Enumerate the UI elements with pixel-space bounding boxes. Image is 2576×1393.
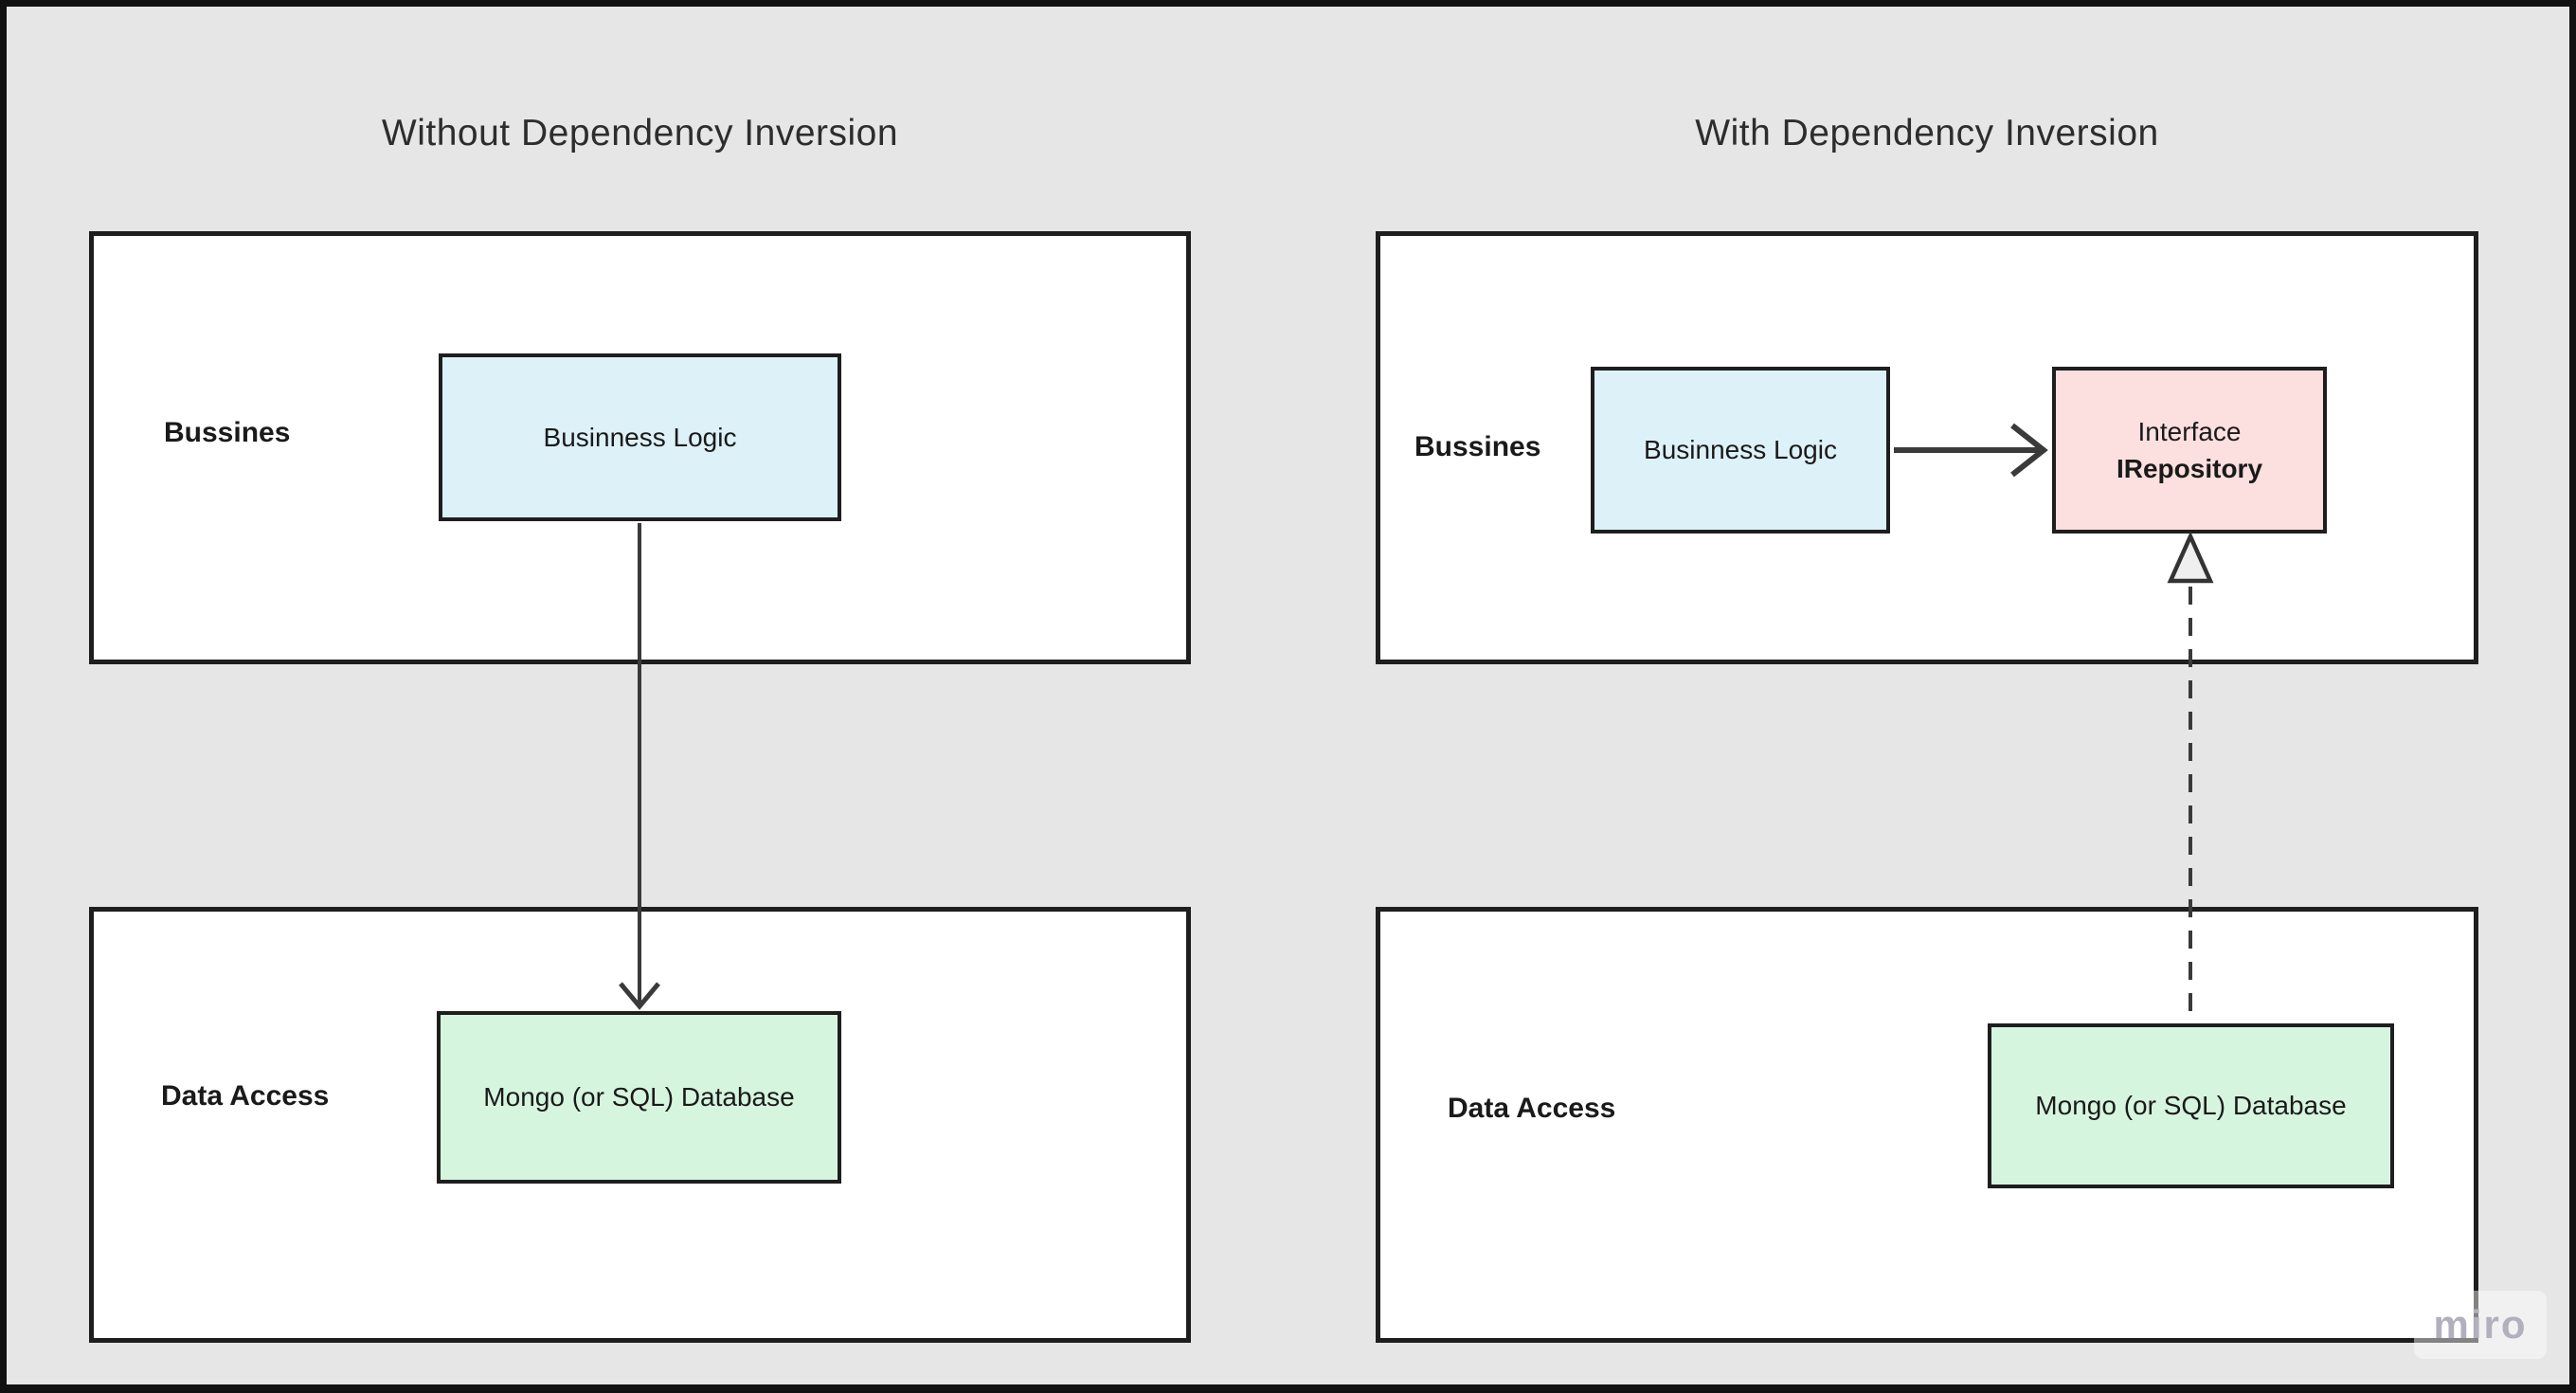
- miro-logo: miro: [2433, 1302, 2528, 1347]
- interface-node-name: IRepository: [2116, 454, 2263, 483]
- without-di-business-logic-node: Businness Logic: [439, 353, 841, 521]
- left-panel-title: Without Dependency Inversion: [381, 113, 899, 154]
- with-di-data-layer-label: Data Access: [1448, 1093, 1616, 1124]
- without-di-business-layer-label: Bussines: [164, 417, 291, 448]
- with-di-database-node: Mongo (or SQL) Database: [1988, 1023, 2394, 1188]
- with-di-business-logic-node: Businness Logic: [1591, 367, 1890, 534]
- miro-watermark[interactable]: miro: [2414, 1291, 2547, 1359]
- database-node-label: Mongo (or SQL) Database: [2035, 1091, 2347, 1121]
- without-di-database-node: Mongo (or SQL) Database: [437, 1011, 841, 1184]
- interface-node-title: Interface: [2137, 416, 2242, 446]
- without-di-data-layer-label: Data Access: [161, 1080, 330, 1112]
- right-panel-title: With Dependency Inversion: [1695, 113, 2159, 154]
- with-di-business-layer-label: Bussines: [1414, 431, 1541, 462]
- database-node-label: Mongo (or SQL) Database: [483, 1082, 795, 1113]
- business-logic-node-label: Businness Logic: [1644, 435, 1837, 465]
- with-di-interface-node: Interface IRepository: [2052, 367, 2327, 534]
- business-logic-node-label: Businness Logic: [543, 422, 737, 452]
